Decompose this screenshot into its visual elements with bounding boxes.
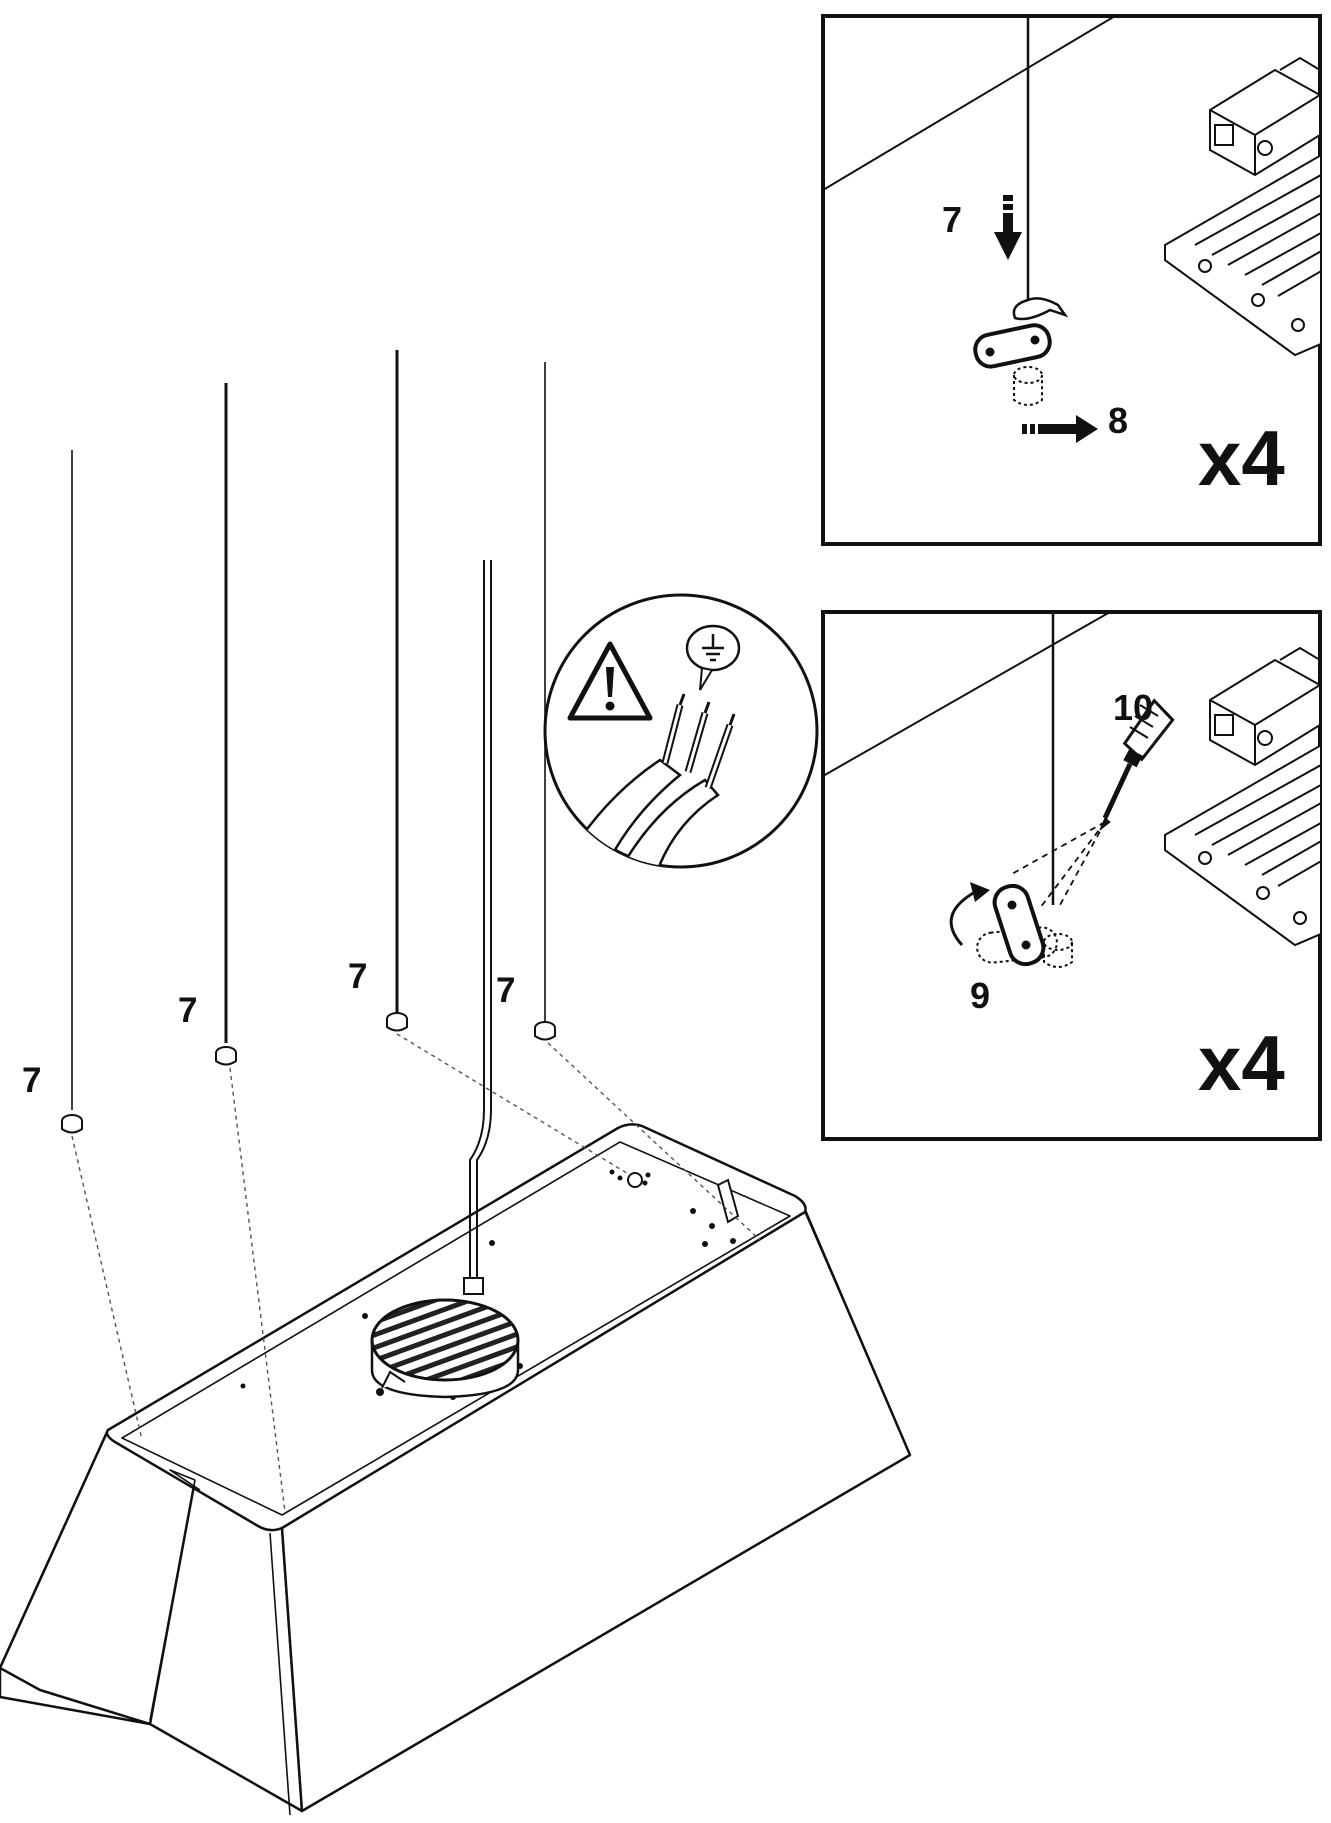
rotate-arrow-icon [949,882,990,947]
detail-panel-hook: 7 8 x4 [821,14,1322,546]
wire-label-1: 7 [22,1061,41,1100]
electrical-warning-callout [543,593,819,869]
wire-label-2: 7 [178,991,197,1030]
wire-label-3: 7 [348,957,367,996]
slotted-bracket-a [973,323,1052,369]
detail-panel-screw: 10 9 x4 [821,610,1322,1141]
earth-ground-icon [685,624,741,691]
down-arrow-icon [994,195,1022,260]
suspension-wires [71,350,546,1110]
ferrule-2 [215,1046,237,1066]
ferrule-1 [61,1114,83,1134]
alignment-guides [71,1033,761,1513]
panel-a-wire-label: 7 [942,199,962,240]
dotted-ferrule-a [1013,366,1043,406]
panel-a-quantity: x4 [1198,414,1285,502]
ferrule-3 [386,1012,408,1032]
keyhole [627,1172,643,1188]
warning-triangle-icon [567,641,653,721]
filter-grille-b [1164,744,1320,947]
panel-a-slide-label: 8 [1108,400,1128,441]
ferrule-4 [534,1021,556,1041]
exhaust-outlet [370,1298,520,1399]
range-hood [0,1123,912,1816]
terminal-block-b [1209,646,1320,767]
screwdriver-icon [1099,698,1175,831]
power-cable [463,560,492,1295]
slotted-bracket-b [992,883,1046,967]
terminal-block-a [1209,56,1320,177]
panel-b-rotate-label: 9 [970,975,990,1016]
panel-b-tool-label: 10 [1113,687,1153,728]
mounting-bracket [716,1178,740,1224]
wire-ferrules [61,1012,556,1134]
panel-b-quantity: x4 [1198,1019,1285,1107]
wire-label-4: 7 [496,971,515,1010]
right-arrow-icon [1022,415,1098,443]
filter-grille-a [1164,154,1320,357]
